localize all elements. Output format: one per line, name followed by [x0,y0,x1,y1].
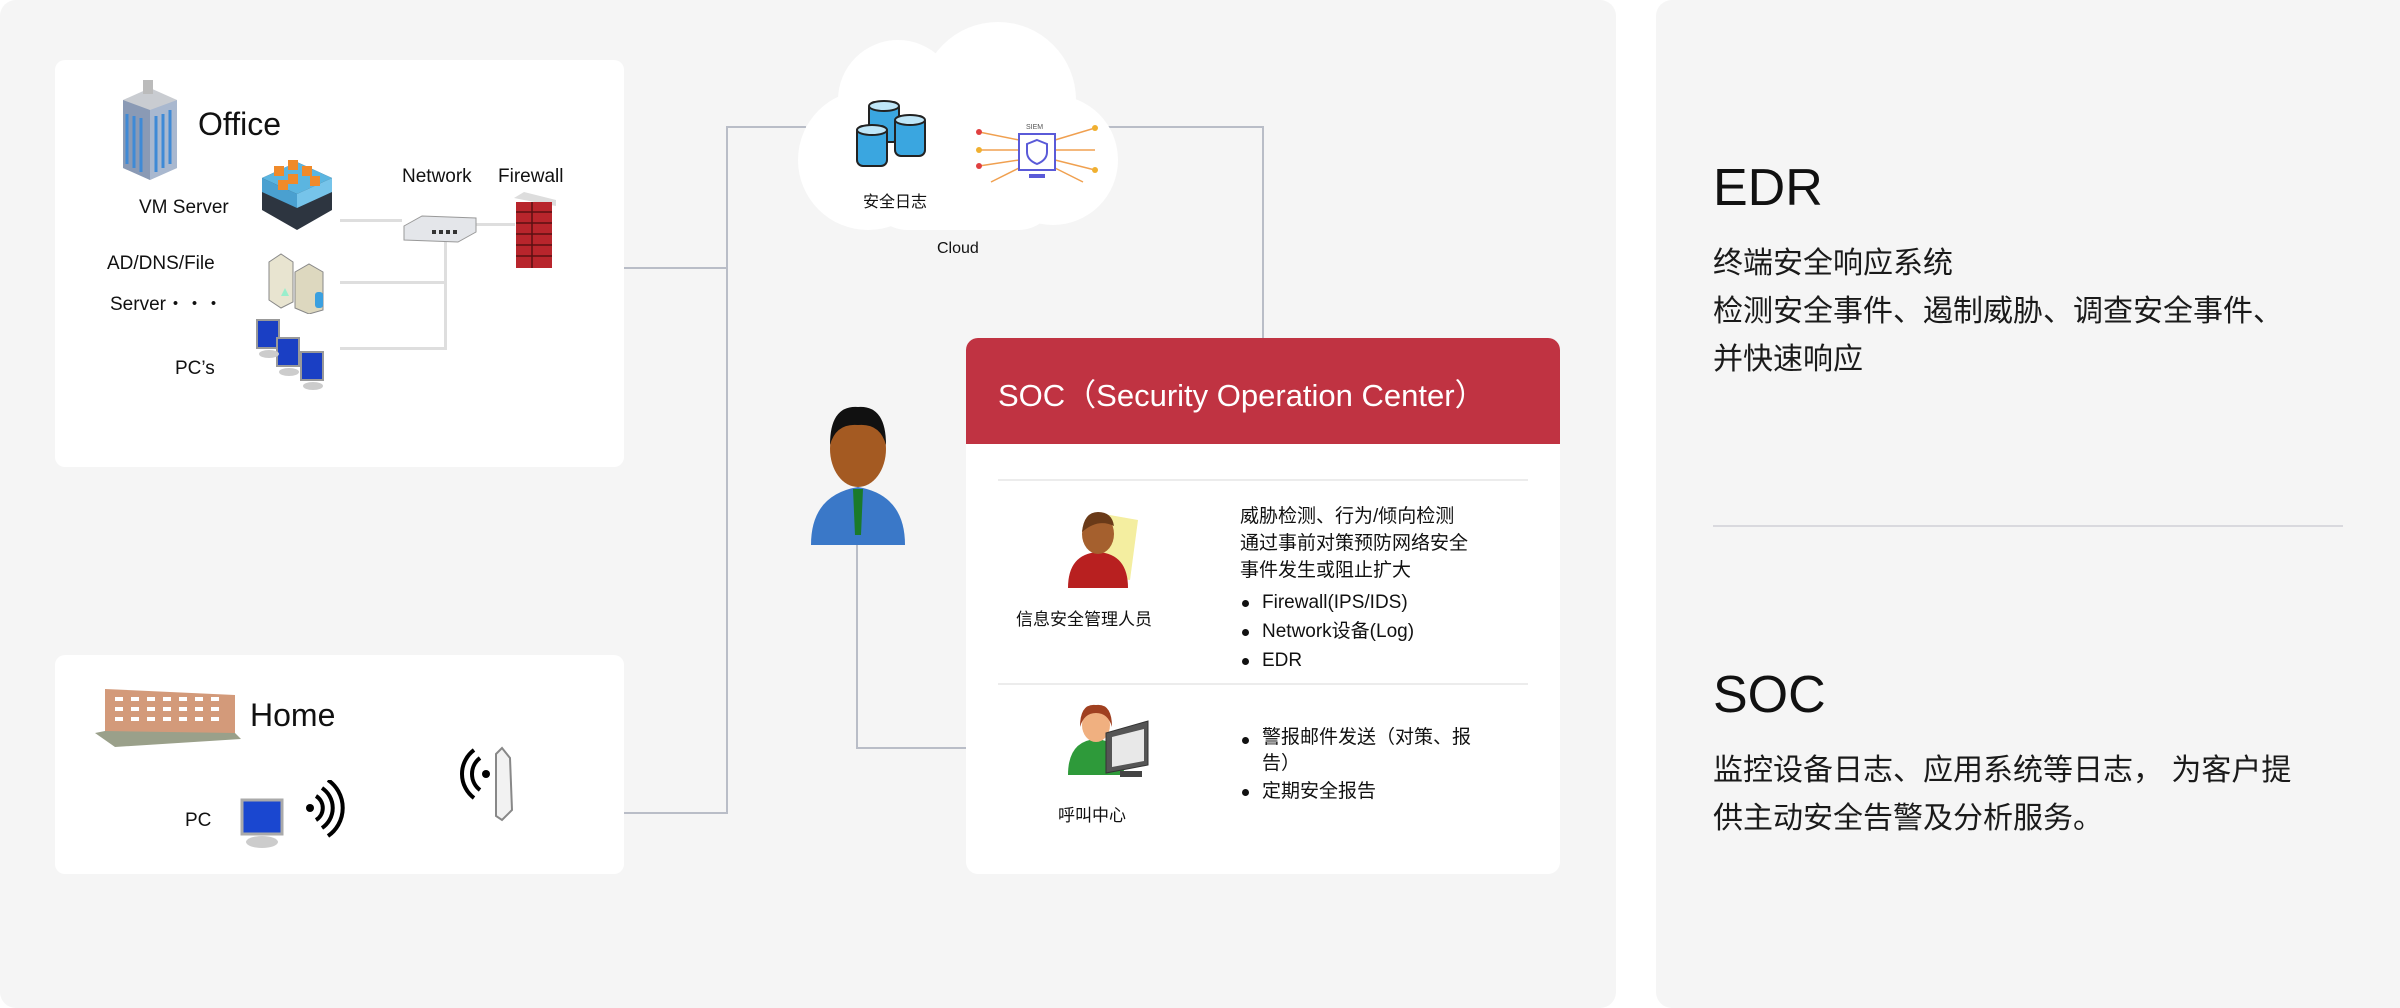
connector-line [1105,126,1263,128]
soc-desc-line: 监控设备日志、应用系统等日志， 为客户提 [1713,754,2292,787]
security-sources-list: Firewall(IPS/IDS) Network设备(Log) EDR [1240,588,1414,675]
firewall-label: Firewall [498,166,564,187]
pcs-label: PC’s [175,358,215,379]
ad-dns-file-server-label-2: Server・・・ [110,294,223,315]
connector-line [624,812,728,814]
soc-desc-line: 供主动安全告警及分析服务。 [1713,802,2103,835]
desc-line: 通过事前对策预防网络安全 [1240,533,1469,554]
security-log-label: 安全日志 [863,194,928,211]
internal-line [444,230,447,350]
file-server-icon [268,253,324,314]
list-item: 警报邮件发送（对策、报告） [1240,725,1490,777]
cloud-label: Cloud [937,240,979,257]
connector-line [726,126,806,128]
connector-line [624,267,728,269]
edr-section: EDR 终端安全响应系统 检测安全事件、遏制威胁、调查安全事件、 并快速响应 [1713,158,2283,384]
soc-card-title: SOC（Security Operation Center） [966,338,1560,444]
divider [998,479,1528,481]
soc-card: SOC（Security Operation Center） 信息安全管理人员 … [966,338,1560,874]
firewall-icon [514,192,556,268]
connector-line [856,747,966,749]
security-manager-label: 信息安全管理人员 [1016,610,1152,629]
office-box: Office VM Server AD/DNS/File Server・・・ P… [55,60,624,467]
list-item: Network设备(Log) [1240,617,1414,646]
network-switch-icon [403,215,477,243]
pcs-icon [256,319,324,390]
list-item: EDR [1240,646,1414,675]
list-item: 定期安全报告 [1240,777,1490,806]
internal-line [475,223,515,226]
home-title: Home [250,697,336,733]
home-pc-label: PC [185,810,212,831]
internal-line [340,281,446,284]
home-building-icon [95,689,241,747]
edr-title: EDR [1713,159,1823,217]
ad-dns-file-server-label: AD/DNS/File [107,253,215,274]
vm-server-label: VM Server [139,197,229,218]
network-label: Network [402,166,472,187]
office-title: Office [198,106,281,142]
call-center-avatar [1068,704,1149,777]
vm-server-icon [262,160,332,230]
description-panel [1656,0,2400,1008]
soc-operator-avatar [811,406,905,545]
connector-line [856,540,858,749]
section-divider [1713,525,2343,527]
internal-line [340,219,402,222]
desc-line: 事件发生或阻止扩大 [1240,560,1412,581]
soc-title: SOC [1713,666,1826,724]
list-item: Firewall(IPS/IDS) [1240,588,1414,617]
home-box: Home PC [55,655,624,874]
database-icon [856,100,926,167]
connector-line [726,126,728,814]
wireless-pc-icon [240,780,345,848]
siem-icon [976,125,1098,183]
soc-section: SOC 监控设备日志、应用系统等日志， 为客户提 供主动安全告警及分析服务。 [1713,665,2291,843]
call-center-list: 警报邮件发送（对策、报告） 定期安全报告 [1240,725,1490,806]
siem-label: SIEM [1026,124,1044,131]
connector-line [1262,126,1264,338]
security-manager-avatar [1068,512,1138,588]
wireless-router-icon [460,746,514,822]
divider [998,683,1528,685]
office-building-icon [123,80,177,180]
edr-desc-line: 检测安全事件、遏制威胁、调查安全事件、 [1713,295,2283,328]
desc-line: 威胁检测、行为/倾向检测 [1240,506,1455,527]
threat-detection-desc: 威胁检测、行为/倾向检测 通过事前对策预防网络安全 事件发生或阻止扩大 [1240,503,1468,584]
edr-desc-line: 终端安全响应系统 [1713,247,1953,280]
edr-desc-line: 并快速响应 [1713,343,1863,376]
internal-line [340,347,446,350]
call-center-label: 呼叫中心 [1058,806,1126,825]
